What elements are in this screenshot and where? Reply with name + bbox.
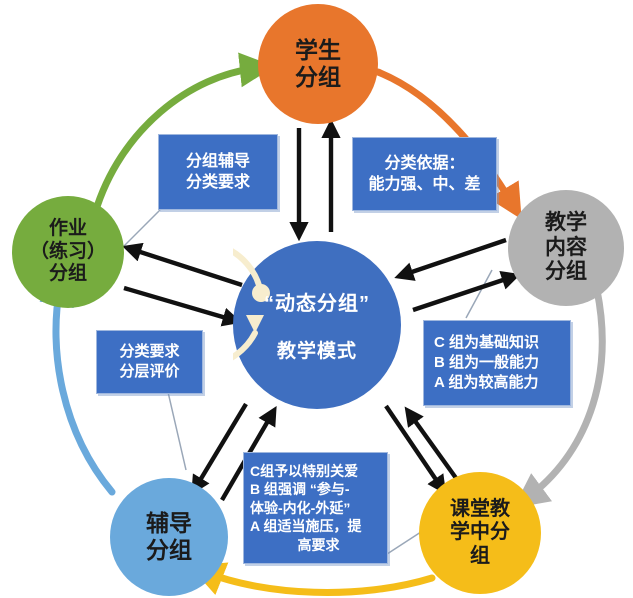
center-hub[interactable]: “动态分组” 教学模式 — [233, 241, 401, 409]
node-content-line3: 分组 — [545, 260, 587, 284]
node-content[interactable]: 教学 内容 分组 — [508, 190, 624, 306]
node-tutoring-line1: 辅导 — [146, 509, 192, 536]
node-homework-line3: 分组 — [48, 263, 87, 285]
node-content-line2: 内容 — [545, 235, 587, 259]
arc-homework-to-students — [91, 52, 275, 217]
node-homework[interactable]: 作业 （练习） 分组 — [12, 196, 124, 308]
arrow-center-to-classroom — [384, 404, 447, 495]
box-classification-basis-line1: 分类依据： — [384, 154, 465, 172]
box-classroom-strategy-line4: A 组适当施压，提 — [250, 518, 362, 535]
arrow-center-to-homework — [122, 242, 243, 288]
box-content-levels-line2: B 组为一般能力 — [434, 354, 540, 372]
arrow-content-to-center — [394, 237, 507, 281]
arc-tutoring-to-homework — [39, 270, 116, 496]
node-content-line1: 教学 — [545, 210, 587, 234]
node-homework-line2: （练习） — [29, 240, 106, 262]
node-students[interactable]: 学生 分组 — [258, 4, 378, 124]
node-homework-line1: 作业 — [48, 218, 87, 240]
box-content-levels-line3: A 组为较高能力 — [434, 373, 539, 391]
arrow-center-to-tutoring — [191, 402, 248, 495]
box-classroom-strategy-line3: 体验-内化-外延” — [250, 499, 351, 516]
arrow-center-to-content — [412, 271, 521, 313]
box-classroom-strategy[interactable]: C组予以特别关爱 B 组强调 “参与- 体验-内化-外延” A 组适当施压，提 … — [243, 452, 388, 564]
cycle-arrow-icon — [233, 248, 270, 361]
box-classroom-strategy-line5: 高要求 — [297, 536, 340, 553]
center-title-line1: “动态分组” — [264, 293, 370, 315]
arc-content-to-classroom — [513, 286, 606, 509]
arrow-homework-to-center — [123, 285, 242, 327]
box-classification-basis[interactable]: 分类依据： 能力强、中、差 — [352, 137, 497, 211]
box-content-levels[interactable]: C 组为基础知识 B 组为一般能力 A 组为较高能力 — [423, 320, 571, 406]
box-content-levels-line1: C 组为基础知识 — [434, 334, 540, 352]
node-classroom-line3: 组 — [470, 544, 490, 567]
node-tutoring-line2: 分组 — [146, 537, 192, 563]
box-grouping-guidance-line2: 分类要求 — [185, 174, 250, 191]
box-evaluation-line2: 分层评价 — [119, 363, 180, 380]
node-classroom[interactable]: 课堂教 学中分 组 — [419, 472, 541, 594]
node-students-line2: 分组 — [295, 64, 341, 90]
box-classification-basis-line2: 能力强、中、差 — [368, 176, 481, 193]
leader-box4-tutoring — [167, 391, 187, 471]
box-classroom-strategy-line2: B 组强调 “参与- — [250, 481, 350, 498]
box-grouping-guidance[interactable]: 分组辅导 分类要求 — [158, 134, 278, 210]
center-title-line2: 教学模式 — [276, 341, 357, 362]
box-classroom-strategy-line1: C组予以特别关爱 — [250, 462, 359, 479]
box-grouping-guidance-line1: 分组辅导 — [185, 152, 250, 170]
node-tutoring[interactable]: 辅导 分组 — [110, 478, 228, 596]
leader-box3-content — [465, 269, 493, 319]
node-classroom-line2: 学中分 — [450, 521, 510, 544]
arc-students-to-content — [374, 68, 522, 220]
node-students-line1: 学生 — [295, 36, 341, 63]
arc-classroom-to-tutoring — [189, 562, 436, 596]
node-classroom-line1: 课堂教 — [450, 497, 510, 520]
box-evaluation[interactable]: 分类要求 分层评价 — [96, 330, 203, 394]
leader-box5-classroom — [383, 529, 425, 557]
box-evaluation-line1: 分类要求 — [119, 343, 180, 361]
